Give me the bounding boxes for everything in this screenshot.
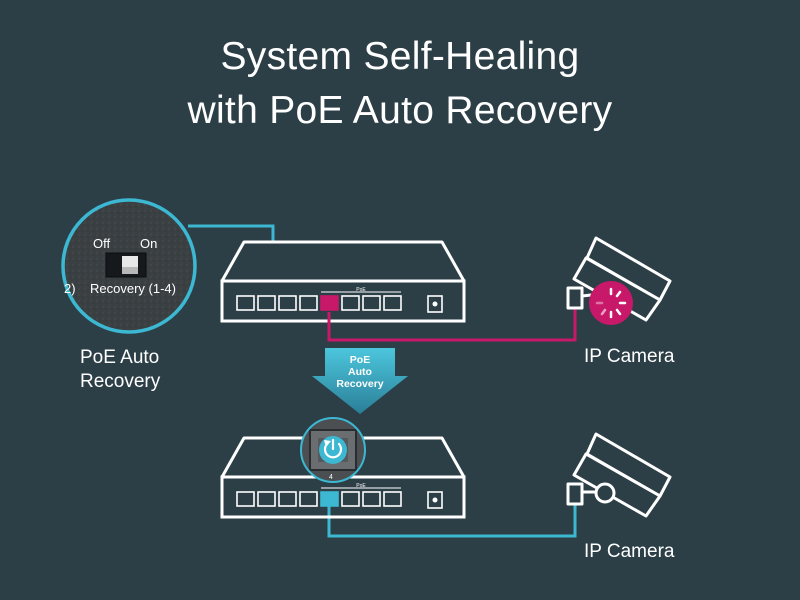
port [299, 491, 318, 507]
camera-housing [572, 452, 662, 518]
dip-left-fragment: 2) [64, 281, 76, 296]
bottom-cable-recovered [327, 498, 577, 538]
restart-icon [323, 442, 343, 459]
poe-bracket-label: PoE [356, 287, 366, 293]
callout-caption-line-2: Recovery [80, 371, 161, 392]
power-socket-pin [432, 497, 438, 503]
camera-mount-bracket [566, 482, 584, 506]
restart-icon-arrowhead [324, 440, 331, 447]
port [278, 491, 297, 507]
callout-caption-line-1: PoE Auto [80, 347, 160, 368]
callout-caption: PoE Auto Recovery [80, 346, 160, 394]
bottom-ip-camera [566, 432, 672, 518]
camera-mount-bracket [566, 286, 584, 310]
camera-fault-indicator [589, 281, 633, 325]
port-zoom-circle: 4 [300, 417, 366, 483]
port [383, 491, 402, 507]
top-switch-ports [236, 295, 402, 311]
bottom-switch-ports [236, 491, 402, 507]
camera-lens [594, 482, 616, 504]
bottom-camera-label: IP Camera [584, 541, 675, 562]
dip-recovery-label: Recovery (1-4) [90, 281, 176, 296]
port [257, 491, 276, 507]
page-title: System Self-Healing with PoE Auto Recove… [0, 30, 800, 138]
top-switch-front-face [220, 279, 466, 323]
power-socket [427, 491, 443, 509]
top-switch-top-face [220, 240, 466, 283]
bottom-switch: PoE [220, 436, 466, 519]
power-socket [427, 295, 443, 313]
power-socket-pin [432, 301, 438, 307]
port [236, 295, 255, 311]
port [341, 295, 360, 311]
arrow-label-line-2: Auto [348, 366, 372, 378]
arrow-label: PoE Auto Recovery [318, 354, 402, 390]
zoom-port-number: 4 [329, 474, 333, 481]
dip-switch-toggle-shadow [122, 267, 138, 274]
recovery-down-arrow [312, 348, 408, 414]
port [299, 295, 318, 311]
port [362, 295, 381, 311]
port [257, 295, 276, 311]
dip-off-label: Off [93, 236, 111, 251]
port [383, 295, 402, 311]
top-cable-faulty [327, 302, 577, 342]
port [341, 491, 360, 507]
port [236, 491, 255, 507]
top-switch: PoE [220, 240, 466, 323]
arrow-label-line-3: Recovery [336, 378, 384, 390]
port-recovered [320, 491, 339, 507]
title-line-2: with PoE Auto Recovery [187, 89, 613, 132]
port [362, 491, 381, 507]
callout-zoom-circle [61, 198, 197, 334]
top-camera-label: IP Camera [584, 346, 675, 367]
poe-bracket-label: PoE [356, 483, 366, 489]
callout-connector-line [188, 224, 275, 242]
arrow-label-line-1: PoE [349, 354, 371, 366]
port-faulty [320, 295, 339, 311]
port [278, 295, 297, 311]
loading-spinner-icon [595, 287, 627, 319]
callout-ring [61, 198, 197, 334]
dip-on-label: On [140, 236, 158, 251]
title-line-1: System Self-Healing [220, 35, 580, 78]
